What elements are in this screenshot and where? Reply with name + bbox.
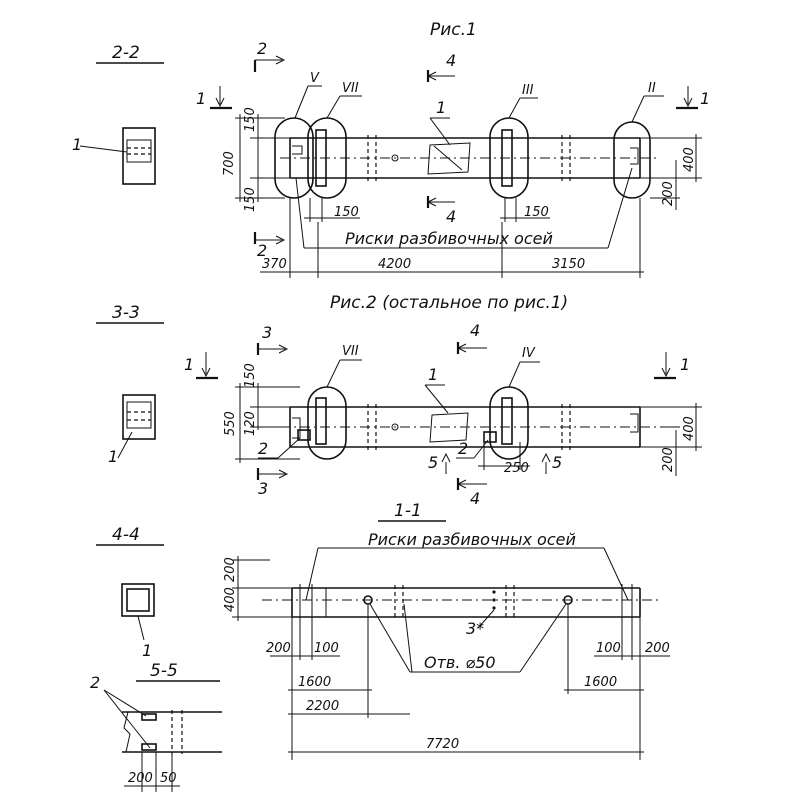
fig1-dim-150-b: 150 [524,205,549,220]
fig1-pos-1: 1 [436,98,446,117]
fig2-pos-2-left: 2 [258,439,268,458]
fig3-dim-100-l: 100 [314,641,339,656]
fig3-axes-note: Риски разбивочных осей [368,530,576,549]
fig1-dim-3150: 3150 [552,257,585,272]
fig1-dim-400: 400 [682,147,697,172]
fig1-dim-700: 700 [222,151,237,176]
loop-vii-fig2 [307,386,347,460]
fig3-dim-200-l: 200 [266,641,291,656]
fig1-dim-200: 200 [661,181,676,206]
fig2-cut-4-top: 4 [470,321,480,340]
fig2-pos-1: 1 [428,365,438,384]
fig2-roman-iv: IV [522,346,536,361]
section-5-5-label: 5-5 [150,661,178,681]
roman-iii: III [522,83,534,98]
fig1-beam [280,135,660,181]
fig3-dim-1600-r: 1600 [584,675,617,690]
roman-ii: II [648,81,656,96]
fig1-dim-370: 370 [262,257,287,272]
fig3-dim-7720: 7720 [426,737,459,752]
fig2-cut-1-left: 1 [184,355,194,374]
fig2-cut-3-top: 3 [262,323,272,342]
fig2-dim-400: 400 [682,416,697,441]
section-2-2-profile [122,127,156,185]
section-4-4: 4-4 1 [96,525,164,660]
fig2-cut-4-bottom: 4 [470,489,480,508]
section-1-1-label: 1-1 [394,501,422,521]
cut-2-top: 2 [257,39,267,58]
section-5-5: 5-5 2 200 50 [90,661,222,792]
section-2-2: 2-2 1 [72,43,164,185]
section-2-2-pos-1: 1 [72,135,82,154]
fig3-dim-200-r: 200 [645,641,670,656]
roman-v: V [310,71,320,86]
section-3-3: 3-3 1 [96,303,164,466]
fig2-cut-5-right: 5 [552,453,562,472]
fig2-beam [280,404,660,450]
figure-1: Рис.1 2-2 1 [72,20,710,278]
section-3-3-profile [122,394,156,440]
roman-vii: VII [342,81,359,96]
section-2-2-label: 2-2 [112,43,140,63]
fig1-dim-150-a: 150 [334,205,359,220]
fig3-dim-400: 400 [223,587,238,612]
fig2-cut-5-left: 5 [428,453,438,472]
fig3-hole-note: Отв. ⌀50 [424,653,496,672]
section-3-3-pos-1: 1 [108,447,118,466]
section-3-3-label: 3-3 [112,303,140,323]
section-5-5-pos-2: 2 [90,673,100,692]
fig2-pos-2-right: 2 [458,439,468,458]
fig2-cut-1-right: 1 [680,355,690,374]
fig2-dim-200: 200 [661,447,676,472]
figure-2: Рис.2 (остальное по рис.1) 3-3 1 [96,293,702,508]
fig3-dim-1600-l: 1600 [298,675,331,690]
fig3-dim-2200: 2200 [306,699,339,714]
loop-ii [613,121,651,199]
fig2-dim-120: 120 [243,411,258,436]
cut-1-left: 1 [196,89,206,108]
fig3-pos-3: 3* [466,619,484,638]
fig1-cut-markers: 2 2 4 4 1 1 [196,39,710,260]
fig1-axes-note: Риски разбивочных осей [345,229,553,248]
fig1-dim-4200: 4200 [378,257,411,272]
section-5-5-dim-200: 200 [128,771,153,786]
section-4-4-label: 4-4 [112,525,140,545]
fig2-roman-vii: VII [342,344,359,359]
fig1-title: Рис.1 [430,20,477,40]
section-5-5-dim-50: 50 [160,771,177,786]
cut-2-bottom: 2 [257,241,267,260]
cut-4-top: 4 [446,51,456,70]
section-1-1: 1-1 Риски разбивочных осей 3* [223,501,670,760]
fig3-dim-100-r: 100 [596,641,621,656]
fig2-title: Рис.2 (остальное по рис.1) [330,293,568,313]
fig1-dim-150-bottom: 150 [243,187,258,212]
cut-1-right: 1 [700,89,710,108]
fig3-dim-200-left: 200 [223,557,238,582]
fig2-cut-3-bottom: 3 [258,479,268,498]
cut-4-bottom: 4 [446,207,456,226]
loop-v [274,117,314,199]
fig2-dim-150: 150 [243,363,258,388]
section-4-4-pos-1: 1 [142,641,152,660]
fig2-dim-250: 250 [504,461,529,476]
fig2-dim-550: 550 [223,411,238,436]
fig1-dim-150-top: 150 [243,107,258,132]
